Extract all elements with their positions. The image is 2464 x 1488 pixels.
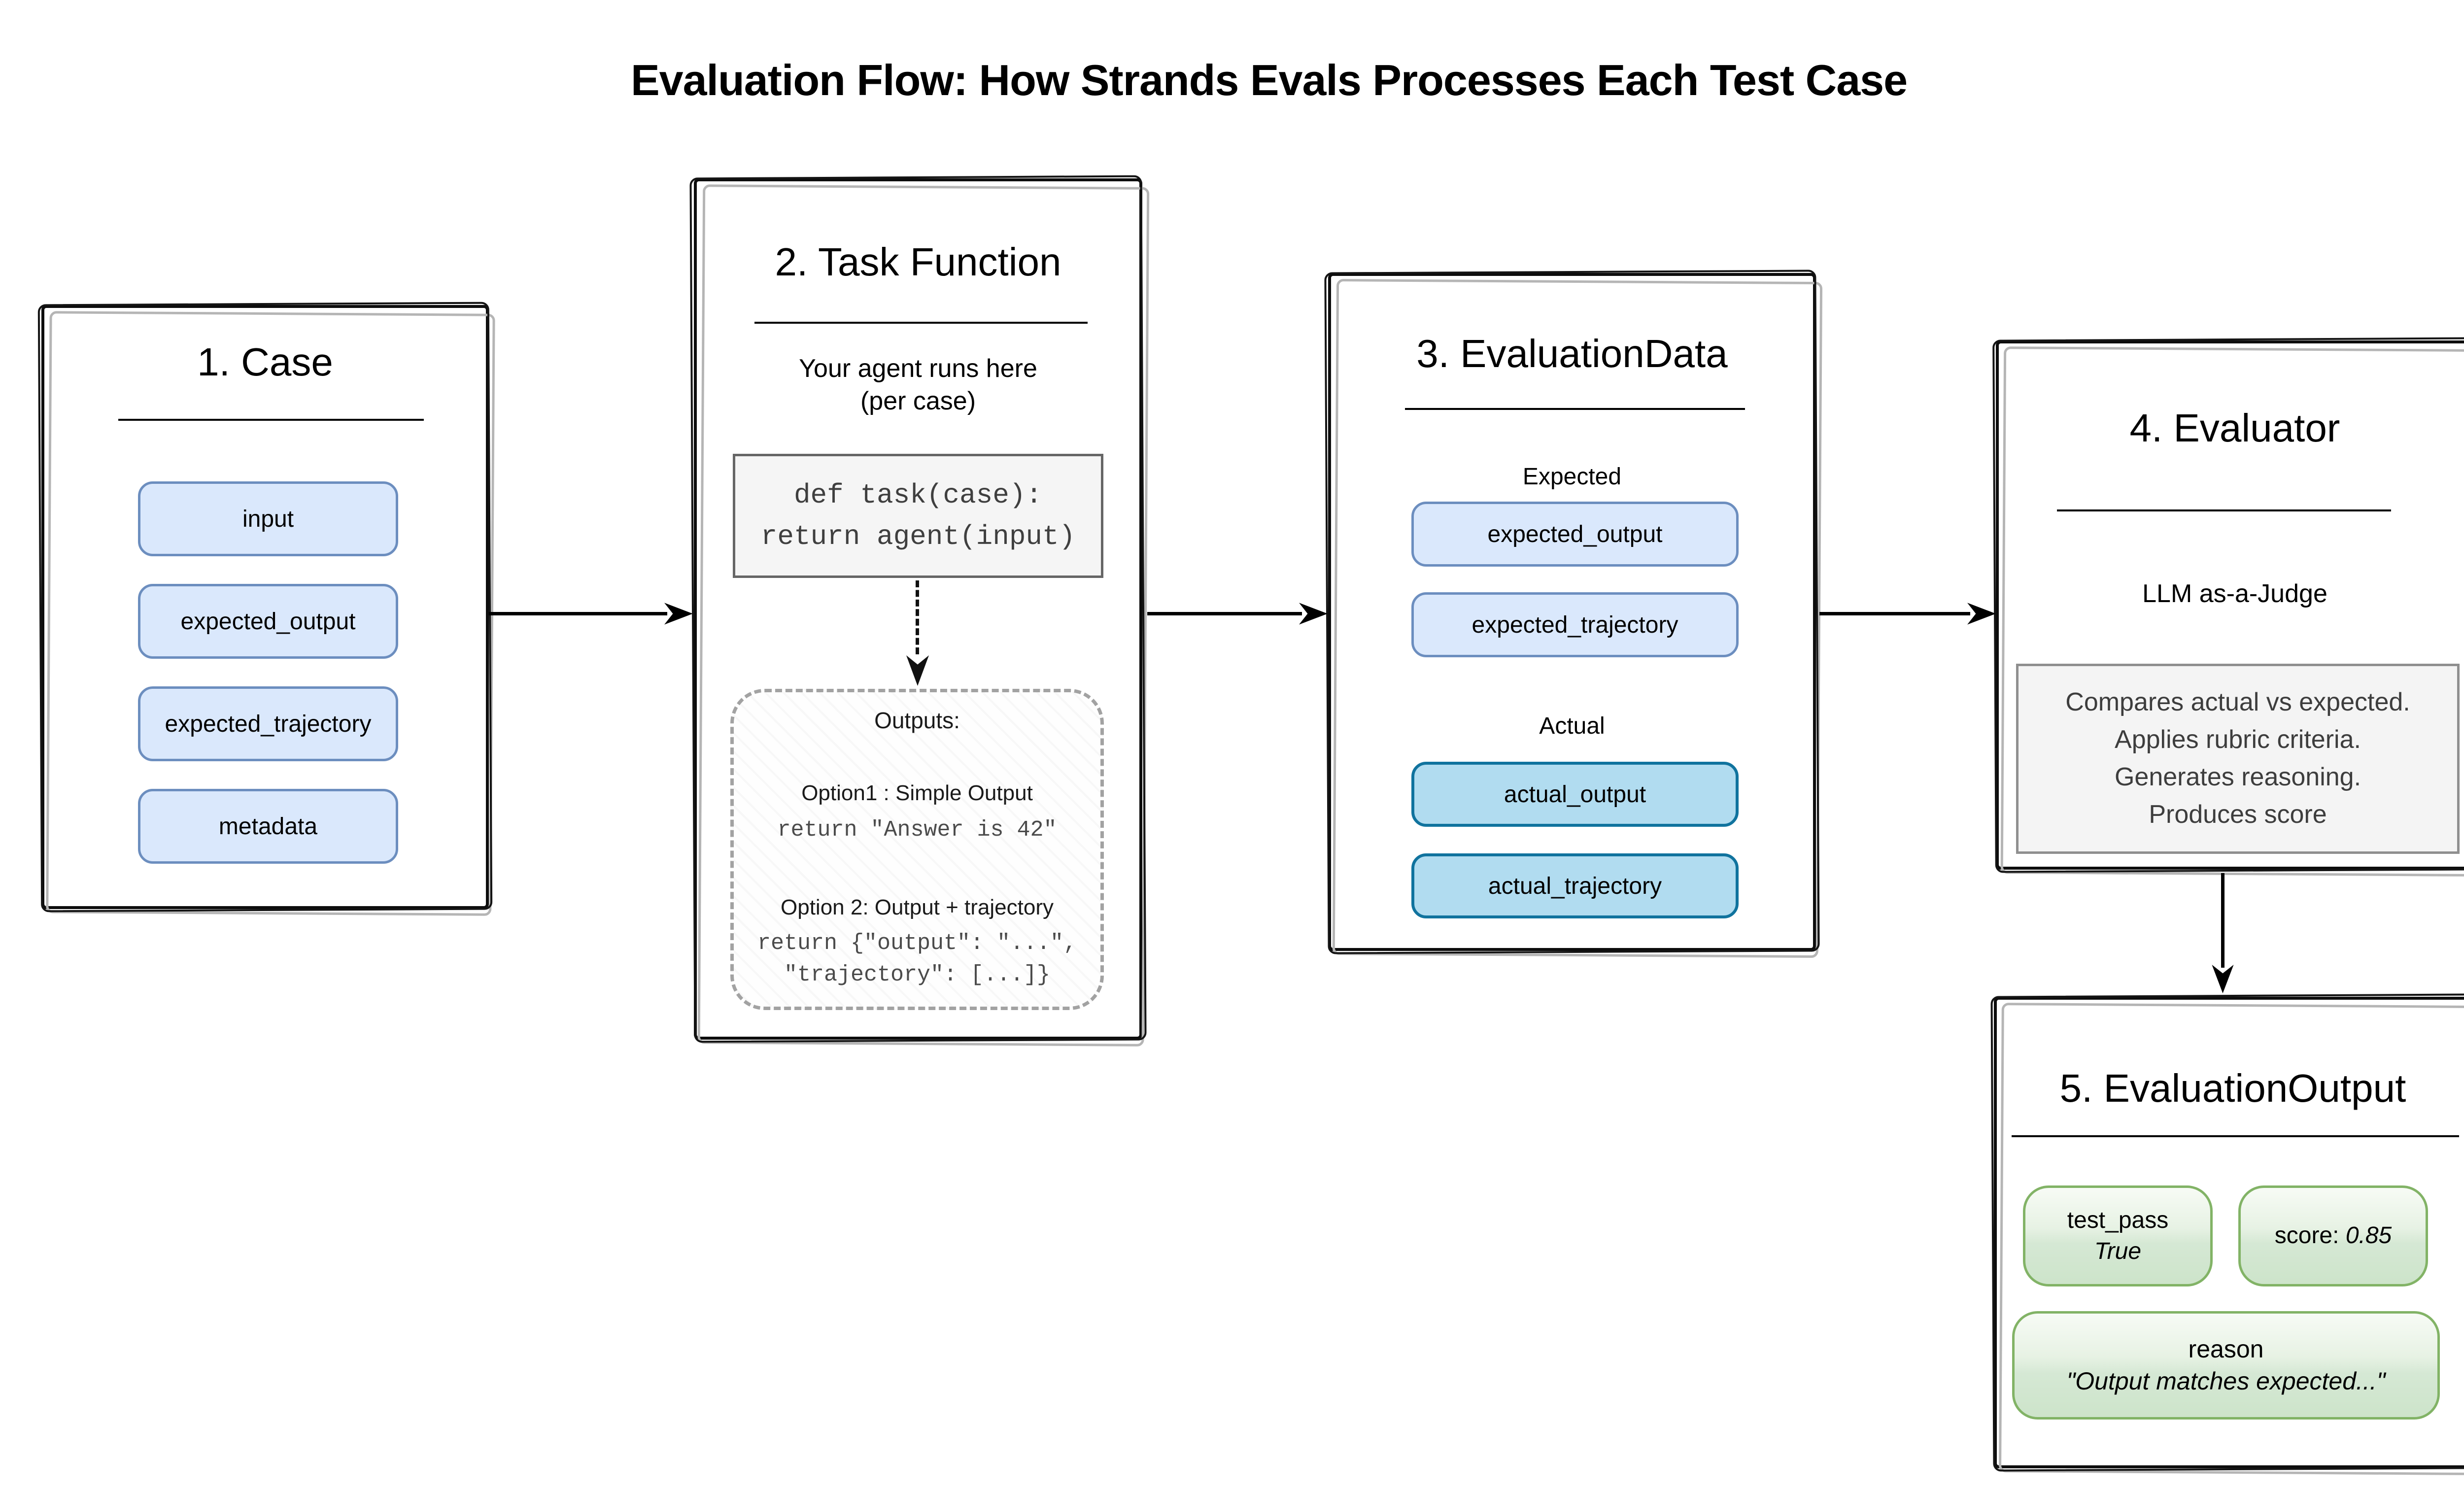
evaluation-data-title-rule	[1405, 408, 1745, 410]
option2-code-line2: "trajectory": [...]}	[784, 962, 1051, 987]
reason-pill: reason "Output matches expected..."	[2012, 1311, 2440, 1420]
evaluation-output-title: 5. EvaluationOutput	[2059, 1066, 2406, 1110]
option2-label: Option 2: Output + trajectory	[781, 895, 1054, 919]
reason-label: reason	[2188, 1335, 2264, 1363]
evaluation-output-title-rule	[2012, 1135, 2459, 1137]
frame-case: 1. Case input expected_output expected_t…	[41, 305, 489, 909]
actual-label: Actual	[1539, 713, 1605, 739]
evaluation-data-title: 3. EvaluationData	[1416, 332, 1728, 375]
expected-label: Expected	[1522, 464, 1622, 490]
expected-trajectory-pill: expected_trajectory	[1411, 592, 1739, 657]
test-pass-pill: test_pass True	[2023, 1185, 2213, 1286]
arrow-task-to-evaluation-data	[1147, 612, 1302, 615]
case-field-expected-output: expected_output	[138, 584, 398, 659]
test-pass-label: test_pass	[2067, 1207, 2169, 1234]
task-outputs-box: Outputs: Option1 : Simple Output return …	[730, 689, 1104, 1010]
expected-output-pill: expected_output	[1411, 502, 1739, 567]
evaluator-subtitle: LLM as-a-Judge	[2142, 579, 2327, 608]
arrow-evaluation-data-to-evaluator	[1819, 612, 1970, 615]
task-title-rule	[754, 322, 1088, 324]
task-code-line1: def task(case):	[793, 479, 1043, 511]
option1-code: return "Answer is 42"	[777, 817, 1057, 843]
option2-code-line1: return {"output": "...",	[757, 930, 1077, 956]
frame-evaluation-data: 3. EvaluationData Expected expected_outp…	[1328, 273, 1816, 951]
actual-output-pill: actual_output	[1411, 762, 1739, 827]
evaluator-description-line4: Produces score	[2149, 800, 2327, 829]
score-value: 0.85	[2345, 1222, 2392, 1249]
evaluator-title-rule	[2057, 509, 2391, 511]
reason-value: "Output matches expected..."	[2066, 1367, 2386, 1395]
frame-evaluator: 4. Evaluator LLM as-a-Judge Compares act…	[1996, 340, 2464, 870]
frame-evaluation-output: 5. EvaluationOutput test_pass True score…	[1994, 997, 2464, 1468]
case-title: 1. Case	[197, 340, 333, 384]
option1-label: Option1 : Simple Output	[801, 781, 1033, 805]
diagram-title: Evaluation Flow: How Strands Evals Proce…	[630, 56, 1908, 104]
task-subtitle-line1: Your agent runs here	[799, 354, 1037, 383]
task-code-line2: return agent(input)	[760, 521, 1076, 552]
evaluator-description-line3: Generates reasoning.	[2114, 763, 2361, 791]
outputs-heading: Outputs:	[874, 708, 960, 733]
score-label: score:	[2274, 1222, 2339, 1249]
task-dashed-arrow-head	[906, 655, 929, 686]
evaluator-description-line1: Compares actual vs expected.	[2065, 688, 2410, 717]
evaluator-title: 4. Evaluator	[2129, 406, 2340, 450]
frame-task-function: 2. Task Function Your agent runs here (p…	[694, 178, 1142, 1040]
case-field-metadata: metadata	[138, 789, 398, 864]
arrow-evaluator-to-output	[2221, 873, 2224, 968]
task-title: 2. Task Function	[775, 240, 1061, 284]
task-code-box: def task(case): return agent(input)	[733, 454, 1103, 578]
actual-trajectory-pill: actual_trajectory	[1411, 853, 1739, 918]
score-pill: score: 0.85	[2238, 1185, 2428, 1286]
case-field-input: input	[138, 481, 398, 556]
task-dashed-arrow-line	[916, 580, 919, 654]
arrow-case-to-task	[489, 612, 667, 615]
evaluator-description-line2: Applies rubric criteria.	[2115, 725, 2361, 754]
evaluator-description-box: Compares actual vs expected. Applies rub…	[2016, 664, 2460, 854]
case-field-expected-trajectory: expected_trajectory	[138, 686, 398, 761]
task-subtitle-line2: (per case)	[860, 387, 976, 415]
case-title-rule	[118, 419, 424, 421]
test-pass-value: True	[2094, 1238, 2142, 1264]
